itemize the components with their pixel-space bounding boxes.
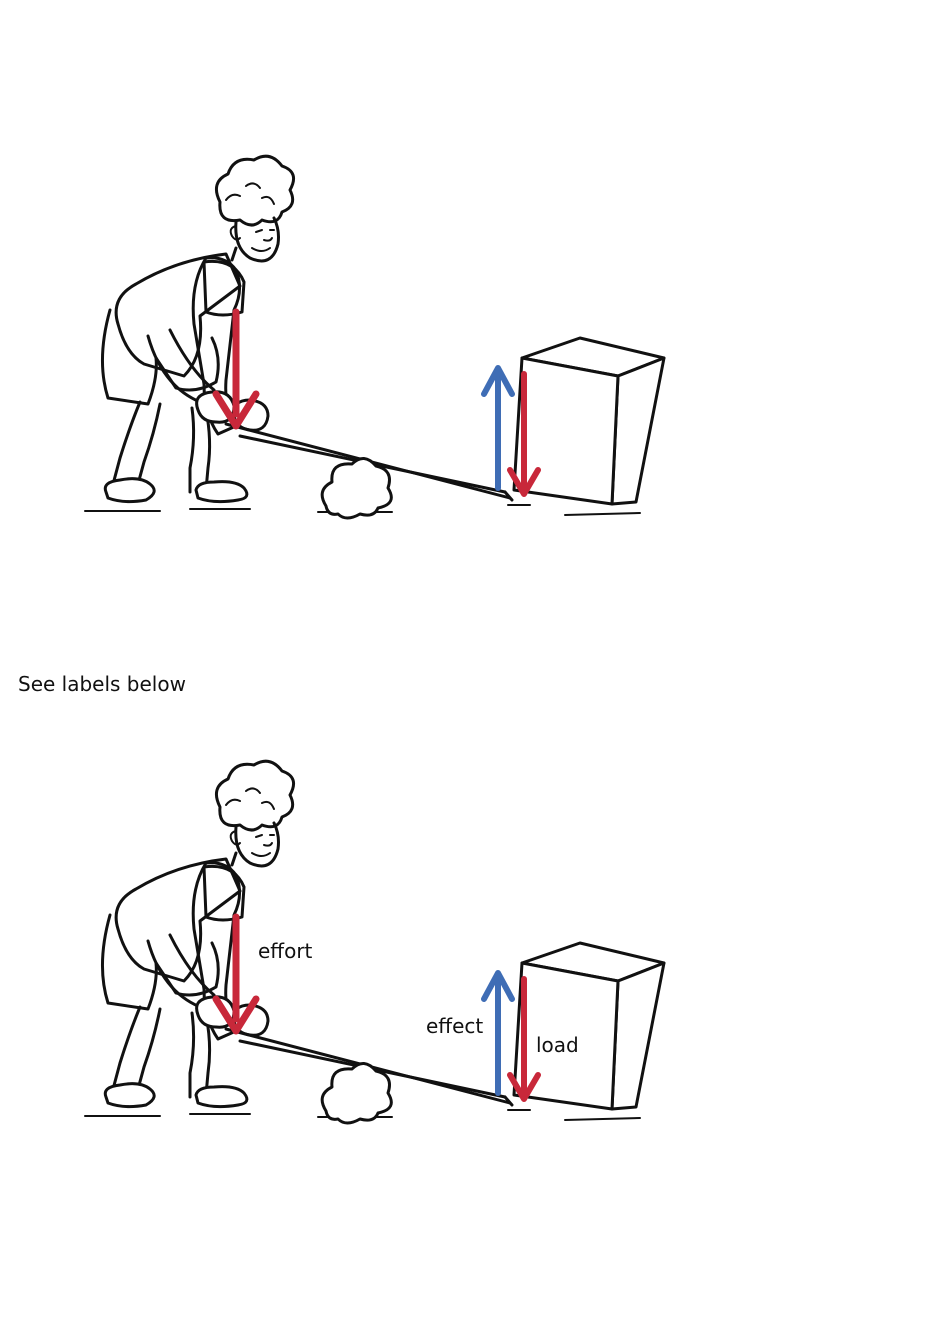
caption-text: See labels below xyxy=(18,672,186,696)
effort-arrow xyxy=(216,917,256,1031)
lever-illustration-labeled xyxy=(0,745,949,1165)
person-lifting-lever-icon xyxy=(102,156,293,501)
fulcrum-rock-icon xyxy=(322,458,391,518)
fulcrum-rock-icon xyxy=(322,1063,391,1123)
load-label: load xyxy=(536,1033,579,1057)
effort-label: effort xyxy=(258,939,312,963)
person-lifting-lever-icon xyxy=(102,761,293,1106)
lever-diagram-labeled: effort effect load xyxy=(0,745,949,1165)
effort-arrow xyxy=(216,312,256,426)
lever-diagram-unlabeled xyxy=(0,140,949,560)
lever-illustration xyxy=(0,140,949,560)
heavy-box-icon xyxy=(514,338,664,504)
heavy-box-icon xyxy=(514,943,664,1109)
effect-label: effect xyxy=(426,1014,483,1038)
